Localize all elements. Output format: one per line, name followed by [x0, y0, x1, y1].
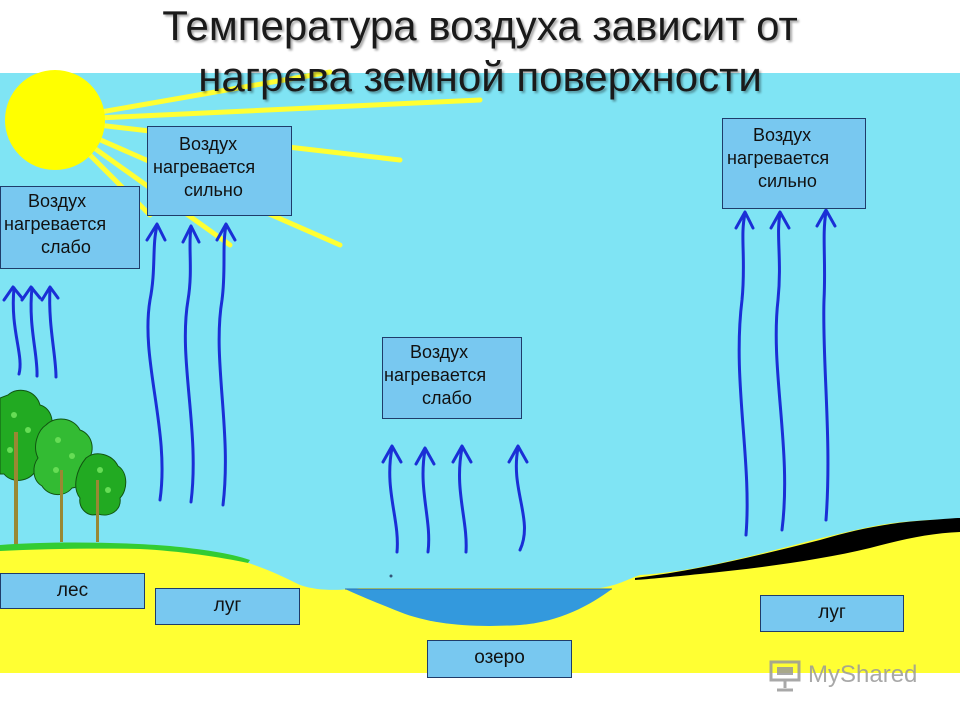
title-line-1: Температура воздуха зависит от	[162, 2, 798, 49]
info-box-meadow-left: Воздух нагревается сильно	[147, 126, 292, 216]
box-line-1: Воздух	[179, 134, 238, 154]
sun-icon	[5, 70, 105, 170]
watermark-text: MyShared	[808, 661, 918, 688]
arrows-meadow-right	[734, 208, 837, 537]
label-forest: лес	[0, 573, 145, 609]
label-lake: озеро	[427, 640, 572, 678]
box-line-3: слабо	[422, 388, 472, 408]
heat-arrows	[2, 208, 837, 554]
info-box-meadow-right: Воздух нагревается сильно	[722, 118, 866, 209]
box-line-1: Воздух	[753, 125, 812, 145]
arrows-forest	[2, 285, 60, 379]
box-line-3: слабо	[41, 237, 91, 257]
label-meadow-left: луг	[155, 588, 300, 625]
arrows-meadow-left	[145, 222, 237, 507]
label-meadow-right: луг	[760, 595, 904, 632]
box-line-1: Воздух	[28, 191, 87, 211]
box-fills	[0, 118, 904, 678]
black-soil	[635, 518, 960, 580]
lake	[345, 589, 612, 626]
box-line-2: нагревается	[384, 365, 487, 385]
box-line-3: сильно	[184, 180, 243, 200]
arrows-lake	[381, 444, 529, 554]
box-line-2: нагревается	[727, 148, 830, 168]
lake-dot	[389, 574, 393, 578]
page-title: Температура воздуха зависит от нагрева з…	[0, 0, 960, 102]
title-line-2: нагрева земной поверхности	[198, 53, 762, 100]
info-box-forest: Воздух нагревается слабо	[0, 186, 140, 269]
grass-strip	[0, 542, 250, 563]
box-line-1: Воздух	[410, 342, 469, 362]
watermark: MyShared	[768, 658, 917, 692]
box-line-2: нагревается	[4, 214, 107, 234]
forest-trees	[0, 389, 127, 544]
box-line-2: нагревается	[153, 157, 256, 177]
box-line-3: сильно	[758, 171, 817, 191]
info-box-lake: Воздух нагревается слабо	[382, 337, 522, 419]
presentation-board-icon	[769, 660, 801, 692]
